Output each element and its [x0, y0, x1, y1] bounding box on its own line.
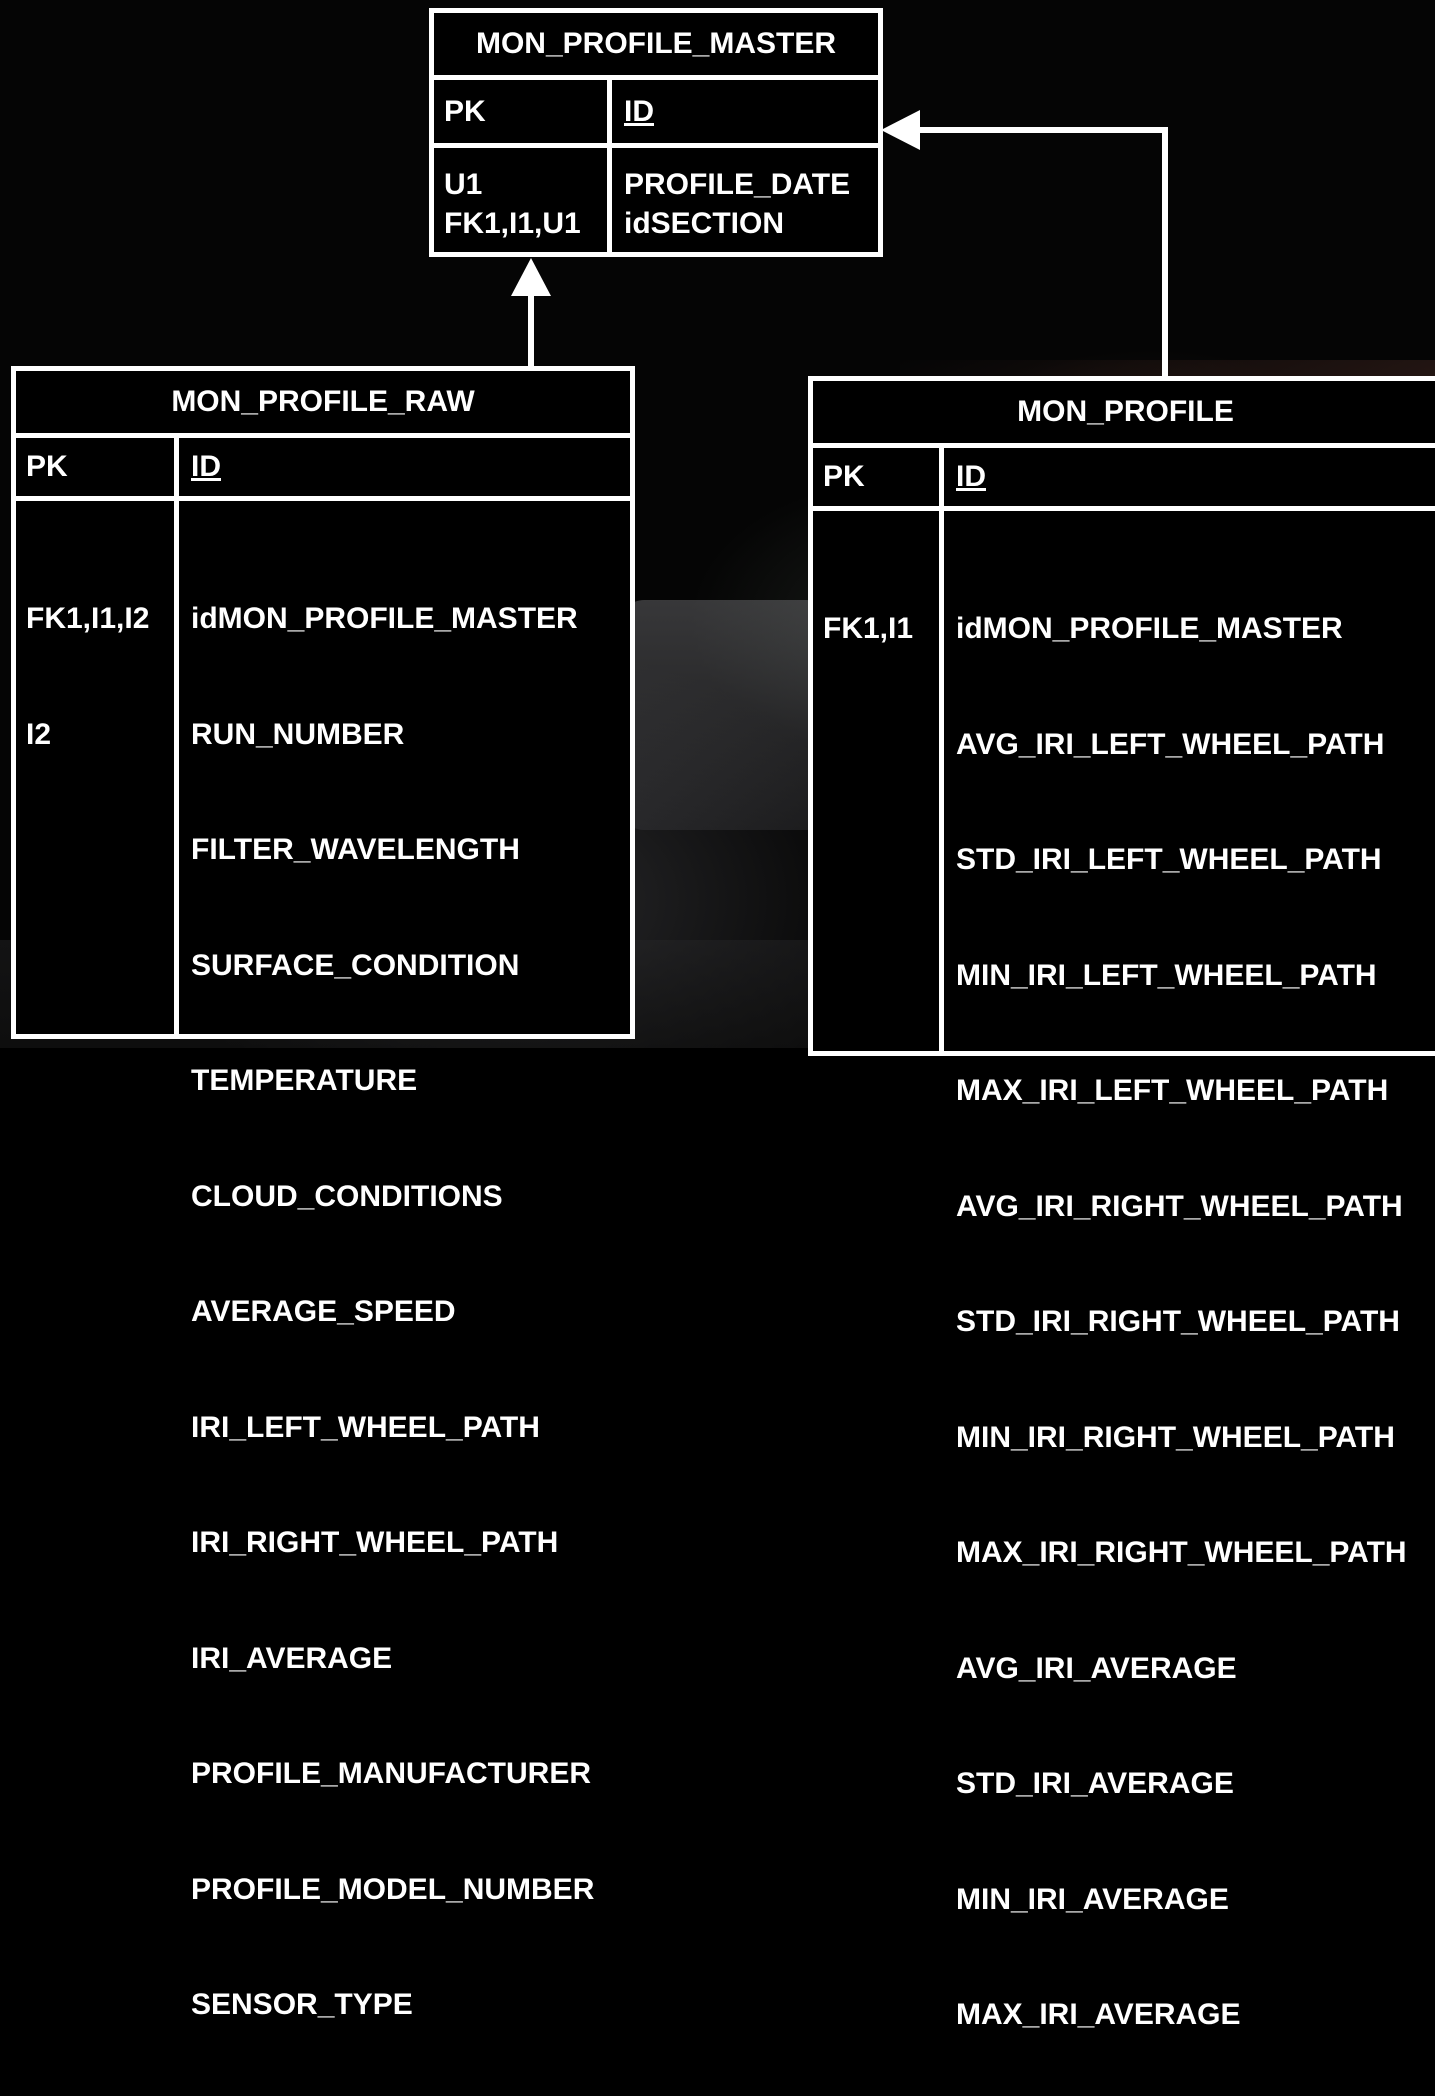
field-value: AVG_IRI_LEFT_WHEEL_PATH	[956, 727, 1385, 761]
pk-label: PK	[434, 80, 612, 143]
field-value: IRI_AVERAGE	[191, 1641, 393, 1675]
key-value: FK1,I1,I2	[26, 602, 150, 635]
field-value: PROFILE_MANUFACTURER	[191, 1757, 592, 1790]
field-value: IRI_RIGHT_WHEEL_PATH	[191, 1526, 559, 1559]
key-value: FK1,I1,U1	[444, 206, 581, 240]
field-value: PROFILE_DATE	[624, 168, 851, 201]
field-value: TEMPERATURE	[191, 1064, 418, 1097]
field-value: IRI_LEFT_WHEEL_PATH	[191, 1410, 540, 1444]
field-value: MAX_IRI_RIGHT_WHEEL_PATH	[956, 1536, 1407, 1569]
background-truck	[620, 600, 830, 830]
field-value: idMON_PROFILE_MASTER	[191, 602, 578, 635]
field-value: MAX_IRI_LEFT_WHEEL_PATH	[956, 1074, 1389, 1107]
field-column: idMON_PROFILE_MASTER RUN_NUMBER FILTER_W…	[179, 501, 594, 2021]
field-value: MAX_IRI_AVERAGE	[956, 1998, 1241, 2031]
pk-field: ID	[624, 94, 654, 128]
field-value: SURFACE_CONDITION	[191, 948, 520, 982]
field-value: CLOUD_CONDITIONS	[191, 1179, 503, 1213]
entity-title: MON_PROFILE_MASTER	[434, 13, 878, 80]
field-value: PROFILE_MODEL_NUMBER	[191, 1872, 595, 1906]
pk-label: PK	[813, 448, 944, 506]
pk-row: PK ID	[434, 80, 878, 148]
connector-profile-master	[918, 127, 1168, 378]
field-value: AVG_IRI_AVERAGE	[956, 1651, 1237, 1685]
field-value: AVERAGE_SPEED	[191, 1295, 456, 1328]
field-column: PROFILE_DATE idSECTION	[612, 148, 850, 252]
entity-mon-profile-raw[interactable]: MON_PROFILE_RAW PK ID FK1,I1,I2 I2 idMON…	[11, 366, 635, 2021]
key-column: FK1,I1,I2 I2	[16, 501, 179, 1034]
pk-field: ID	[191, 450, 221, 483]
field-value: SENSOR_TYPE	[191, 1988, 413, 2021]
pk-row: PK ID	[813, 448, 1435, 511]
arrowhead-profile-master	[881, 110, 920, 150]
pk-field: ID	[956, 460, 986, 493]
relationship-connectors	[511, 110, 1168, 378]
field-value: STD_IRI_RIGHT_WHEEL_PATH	[956, 1305, 1400, 1338]
field-value: FILTER_WAVELENGTH	[191, 833, 520, 866]
entity-title: MON_PROFILE	[813, 381, 1435, 448]
attribute-row: FK1,I1,I2 I2 idMON_PROFILE_MASTER RUN_NU…	[16, 501, 630, 2021]
key-value: FK1,I1	[823, 612, 914, 645]
pk-row: PK ID	[16, 438, 630, 501]
field-value: STD_IRI_AVERAGE	[956, 1767, 1234, 1800]
key-value: I2	[26, 717, 52, 751]
field-value: AVG_IRI_RIGHT_WHEEL_PATH	[956, 1189, 1403, 1223]
key-column: FK1,I1	[813, 511, 944, 1051]
field-value: idMON_PROFILE_MASTER	[956, 612, 1343, 645]
field-value: idSECTION	[624, 206, 785, 240]
entity-title: MON_PROFILE_RAW	[16, 371, 630, 438]
field-value: RUN_NUMBER	[191, 717, 405, 751]
field-column: idMON_PROFILE_MASTER AVG_IRI_LEFT_WHEEL_…	[944, 511, 1407, 2031]
field-value: STD_IRI_LEFT_WHEEL_PATH	[956, 843, 1382, 876]
entity-mon-profile[interactable]: MON_PROFILE PK ID FK1,I1 idMON_PROFILE_M…	[808, 376, 1435, 2031]
key-value: U1	[444, 168, 483, 201]
arrowhead-raw-master	[511, 258, 551, 296]
attribute-row: FK1,I1 idMON_PROFILE_MASTER AVG_IRI_LEFT…	[813, 511, 1435, 2031]
field-value: MIN_IRI_AVERAGE	[956, 1882, 1229, 1916]
pk-label: PK	[16, 438, 179, 496]
field-value: MIN_IRI_RIGHT_WHEEL_PATH	[956, 1420, 1395, 1454]
field-value: MIN_IRI_LEFT_WHEEL_PATH	[956, 958, 1377, 992]
